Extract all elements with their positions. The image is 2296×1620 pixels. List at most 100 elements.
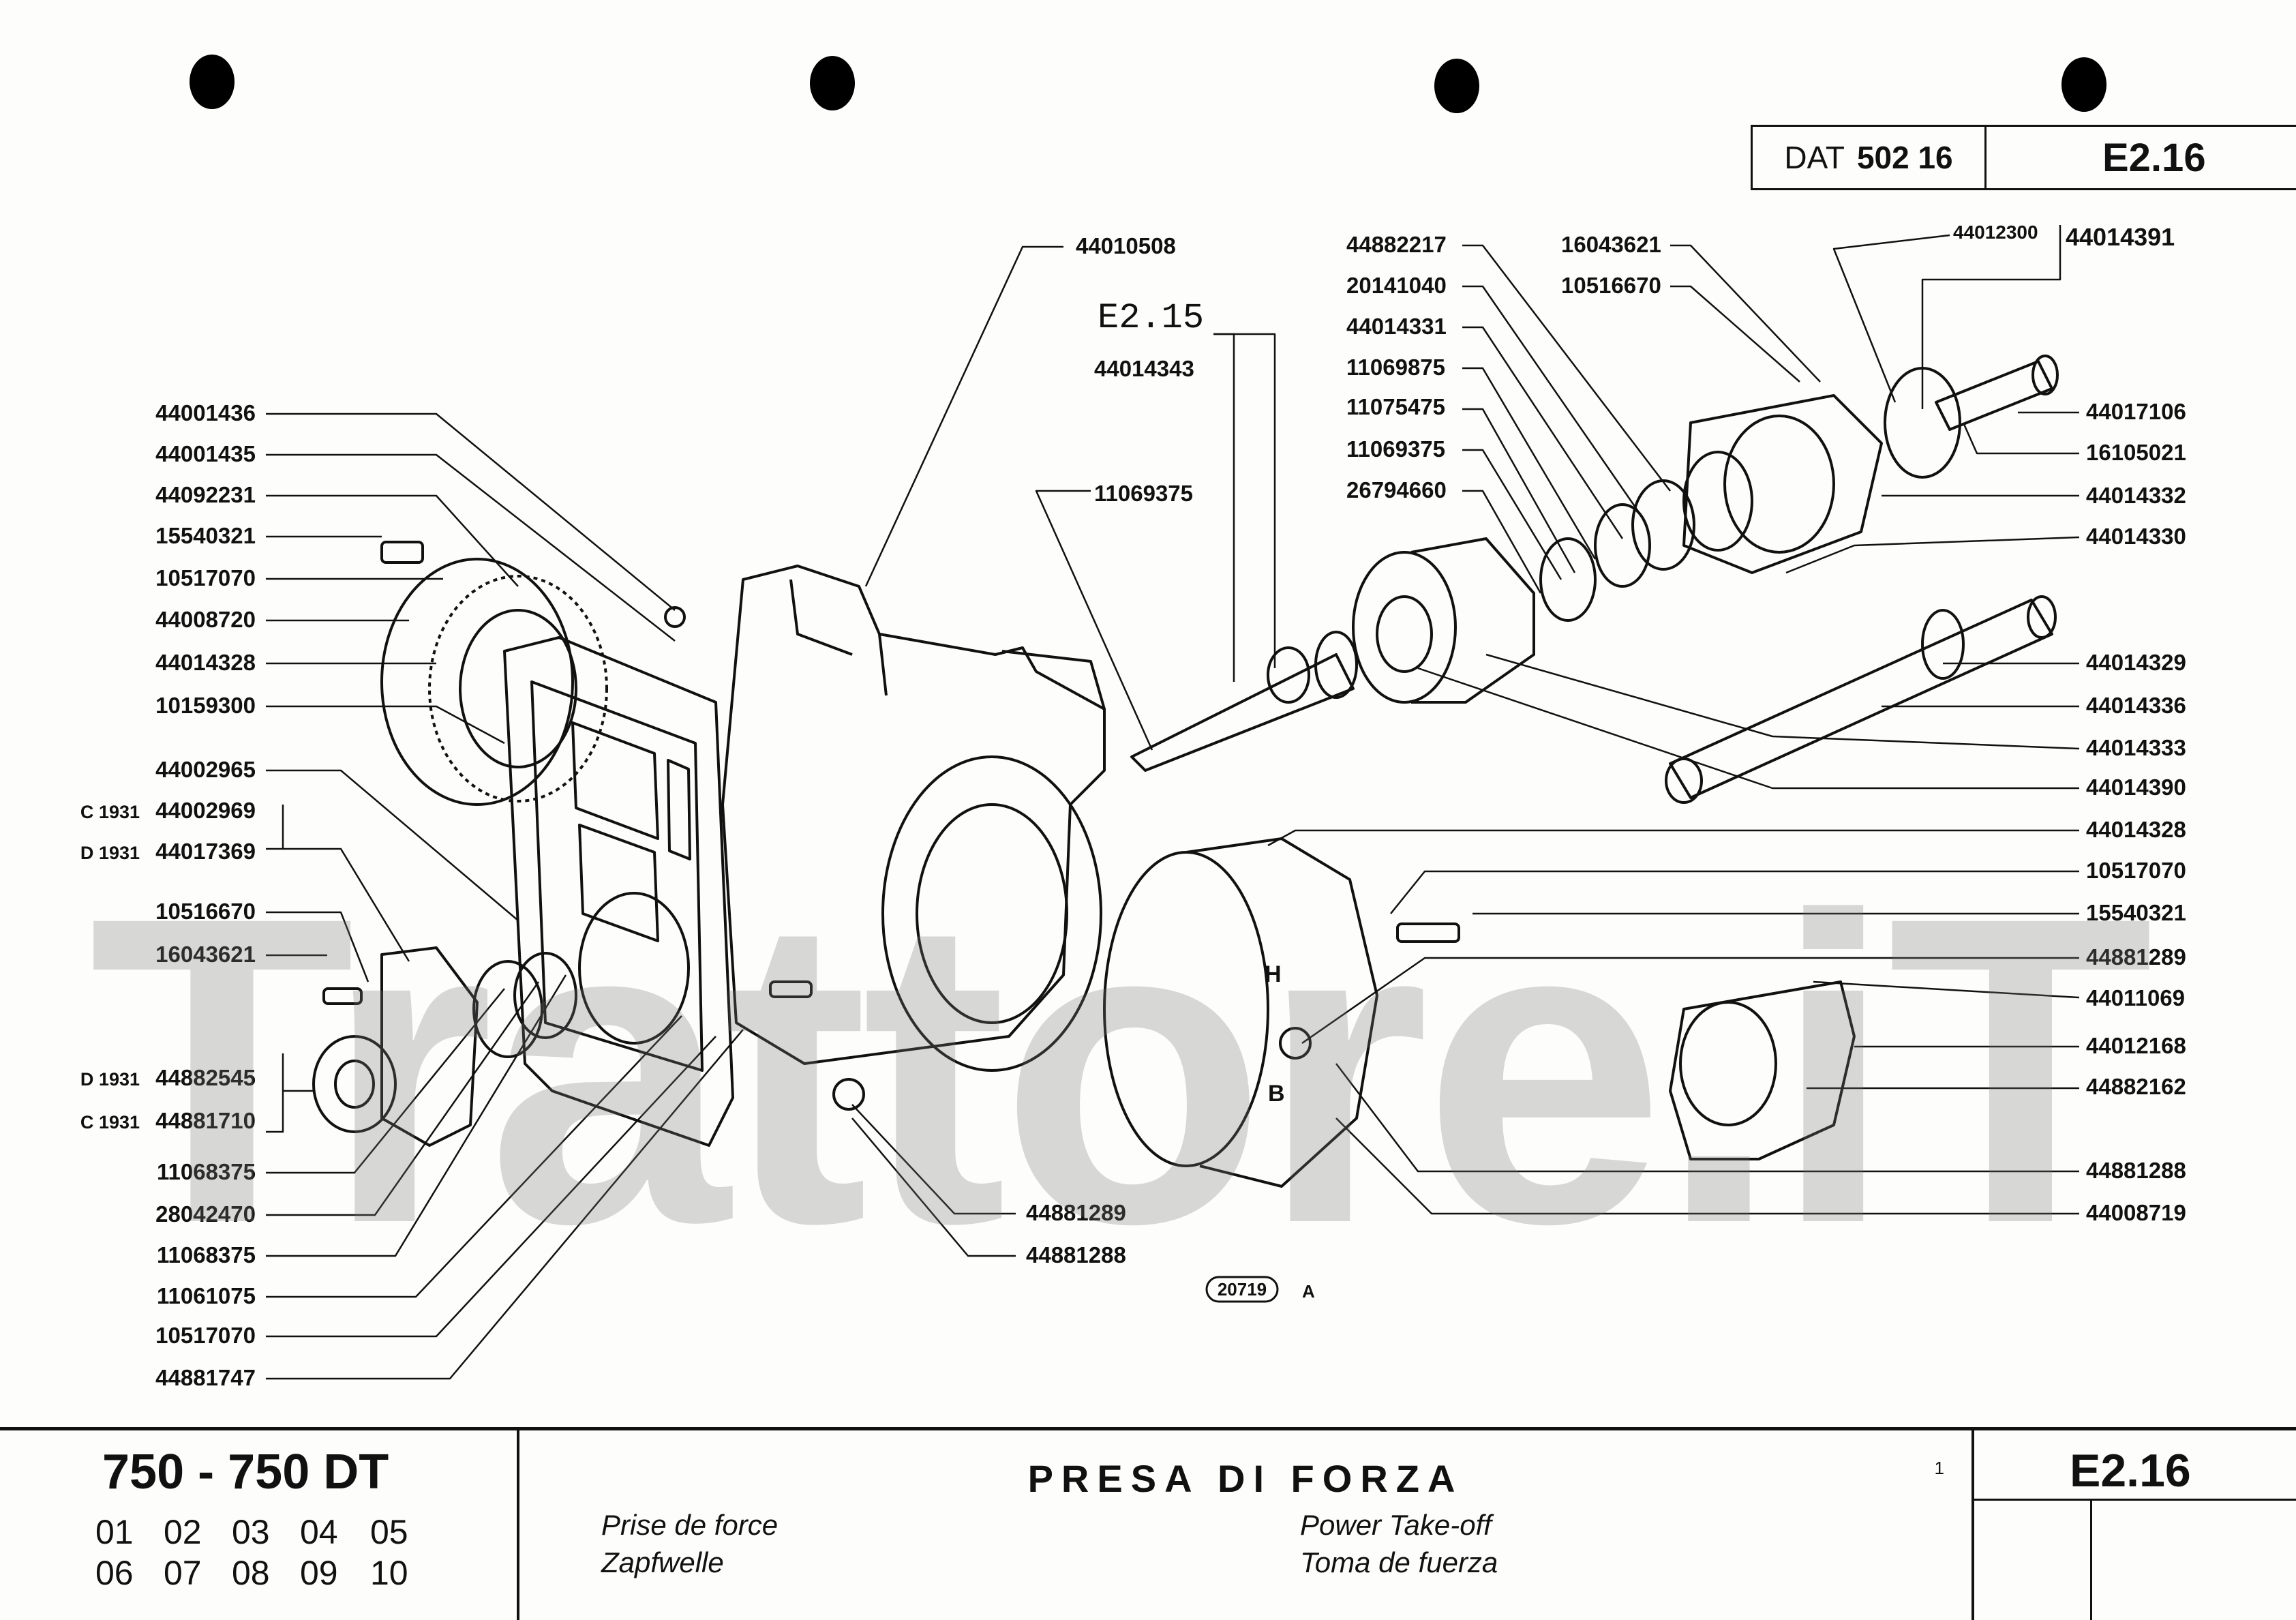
part-number-label: 20141040 (1346, 273, 1447, 298)
housing-flange-drawing (881, 755, 1102, 1072)
variant-label: C 1931 (80, 802, 140, 822)
binder-hole (810, 56, 855, 110)
part-number-label: 11061075 (157, 1283, 256, 1308)
part-number-label: 44882162 (2086, 1074, 2186, 1099)
model-block: 750 - 750 DT 01 02 03 04 05 06 07 08 09 … (0, 1430, 519, 1620)
title-spanish: Toma de fuerza (1300, 1546, 1498, 1578)
part-number-label: 16043621 (1561, 232, 1661, 257)
other-part-labels: 44010508 44014343 11069375 44882217 20141040… (1026, 222, 2186, 1268)
part-number-label: 44881288 (1026, 1242, 1126, 1268)
part-number-label: 44881747 (155, 1365, 256, 1390)
variant-number: 04 (300, 1513, 338, 1551)
part-number-label: 11069375 (1094, 481, 1193, 506)
part-number-label: 11068375 (157, 1242, 256, 1268)
variant-number: 10 (370, 1554, 408, 1592)
pto-shield-drawing (1669, 980, 1856, 1160)
part-number-label: 44017369 (155, 839, 256, 864)
part-number-label: 11068375 (157, 1159, 256, 1184)
part-number-label: 44011069 (2086, 985, 2185, 1010)
header-page-code: E2.16 (2102, 135, 2206, 180)
part-number-label: 44012300 (1953, 222, 2038, 243)
part-number-label: 44882545 (155, 1065, 256, 1090)
gasket-plate-drawing (503, 636, 734, 1147)
left-cover-drawing (380, 558, 608, 806)
header-code-box: DAT 502 16 E2.16 (1751, 125, 2296, 190)
grid-divider (2090, 1499, 2092, 1620)
part-number-label: 44014343 (1094, 356, 1194, 381)
binder-hole (1434, 59, 1479, 113)
dat-prefix: DAT (1784, 140, 1845, 175)
variant-label: C 1931 (80, 1112, 140, 1132)
reference-stamp: 20719 A (1205, 1276, 1315, 1303)
part-number-label: 44014329 (2086, 650, 2186, 675)
part-number-label: 44002965 (155, 757, 256, 782)
page-code-block: E2.16 (1972, 1430, 2296, 1620)
pto-housing-drawing (721, 565, 1106, 1065)
leader-lines (266, 225, 2080, 1380)
splined-shaft-top-drawing (1935, 355, 2059, 431)
part-number-label: 11075475 (1346, 394, 1445, 419)
svg-text:H: H (1265, 961, 1282, 987)
dat-reference: DAT 502 16 (1753, 127, 1987, 188)
part-number-label: 16043621 (155, 942, 256, 967)
variant-number: 09 (300, 1554, 338, 1592)
sheet-number: 1 (1934, 1458, 1944, 1478)
variant-number: 05 (370, 1513, 408, 1551)
exploded-parts-diagram: H B (80, 222, 2186, 1390)
bolts-drawing (322, 541, 1460, 1111)
grid-divider (1974, 1499, 2296, 1501)
part-number-label: 44001436 (155, 400, 256, 425)
part-number-label: 44014328 (2086, 817, 2186, 842)
variant-number: 07 (164, 1554, 202, 1592)
part-number-label: 44014332 (2086, 483, 2186, 508)
part-number-label: 44881289 (2086, 944, 2186, 970)
cup-housing-drawing (1352, 537, 1535, 704)
part-number-label: 44017106 (2086, 399, 2186, 424)
svg-text:B: B (1268, 1081, 1285, 1107)
variant-number: 02 (164, 1513, 202, 1551)
part-number-label: 44014333 (2086, 735, 2186, 760)
rear-flange-drawing (1682, 367, 1961, 574)
part-number-label: 15540321 (2086, 900, 2186, 925)
part-number-label: 10159300 (155, 693, 256, 718)
part-number-label: 44014331 (1346, 314, 1447, 339)
part-number-label: 44881710 (155, 1108, 256, 1133)
part-number-label: 10516670 (155, 899, 256, 924)
part-number-label: 44012168 (2086, 1033, 2186, 1058)
part-number-label: 44881289 (1026, 1200, 1126, 1225)
part-number-label: 44014336 (2086, 693, 2186, 718)
part-number-label: 44001435 (155, 441, 256, 466)
catalog-footer: 750 - 750 DT 01 02 03 04 05 06 07 08 09 … (0, 1427, 2296, 1620)
part-number-label: 44008719 (2086, 1200, 2186, 1225)
variant-number: 08 (232, 1554, 270, 1592)
pto-shaft-drawing (1130, 631, 1358, 772)
part-number-label: 11069875 (1346, 355, 1445, 380)
part-number-label: 44881288 (2086, 1158, 2186, 1183)
title-block: PRESA DI FORZA Prise de force Zapfwelle … (519, 1430, 1972, 1620)
part-number-label: 44002969 (155, 798, 256, 823)
left-part-labels: 44001436 44001435 44092231 15540321 10517070… (80, 400, 256, 1390)
left-flange-drawing (312, 946, 577, 1147)
part-number-label: 10517070 (155, 1323, 256, 1348)
page-title: PRESA DI FORZA (1027, 1457, 1464, 1500)
variant-label: D 1931 (80, 1069, 140, 1090)
bearing-stack-drawing (1539, 451, 1753, 622)
part-number-label: 10517070 (2086, 858, 2186, 883)
part-number-label: 44010508 (1076, 233, 1176, 258)
model-title: 750 - 750 DT (102, 1445, 389, 1499)
footer-page-code: E2.16 (2070, 1445, 2191, 1497)
variant-number: 03 (232, 1513, 270, 1551)
title-german: Zapfwelle (601, 1546, 724, 1578)
part-number-label: 44882217 (1346, 232, 1447, 257)
part-number-label: 44092231 (155, 482, 256, 507)
crossref-label: E2.15 (1098, 298, 1204, 338)
dat-number: 502 16 (1856, 140, 1953, 175)
title-french: Prise de force (601, 1509, 779, 1541)
part-number-label: 10516670 (1561, 273, 1661, 298)
reference-suffix: A (1302, 1281, 1315, 1302)
part-number-label: 28042470 (155, 1201, 256, 1227)
part-number-label: 15540321 (155, 523, 256, 548)
variant-number: 01 (95, 1513, 134, 1551)
binder-hole (190, 55, 235, 109)
part-number-label: 44014391 (2066, 223, 2175, 251)
